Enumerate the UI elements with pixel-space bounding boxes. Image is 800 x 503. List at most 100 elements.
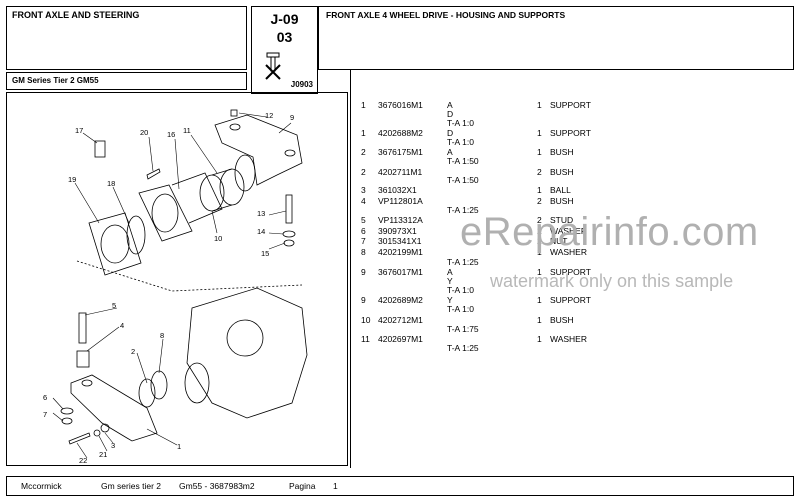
part-number: 4202697M1 <box>378 334 423 344</box>
part-number: 3676017M1 <box>378 267 423 277</box>
callout-5: 5 <box>112 301 117 310</box>
page-footer: Mccormick Gm series tier 2 Gm55 - 368798… <box>6 476 794 496</box>
gasket-part <box>88 212 142 276</box>
callout-13: 13 <box>257 209 266 218</box>
part-index: 6 <box>361 226 366 236</box>
part-desc: BUSH <box>550 196 574 206</box>
part-qty: 1 <box>537 100 542 110</box>
part-qty: 1 <box>537 267 542 277</box>
list-divider <box>350 70 351 468</box>
callout-1: 1 <box>177 442 182 451</box>
watermark-logo: eRepairinfo.com <box>460 210 759 254</box>
part-number: VP112801A <box>378 196 423 206</box>
part-qty: 1 <box>537 334 542 344</box>
leader-lines <box>52 112 292 459</box>
lower-nut-small <box>61 417 73 425</box>
part-index: 7 <box>361 236 366 246</box>
part-index: 2 <box>361 147 366 157</box>
screw-part <box>146 168 161 180</box>
part-desc: SUPPORT <box>550 128 591 138</box>
section-code-ref: J0903 <box>290 80 313 89</box>
part-index: 11 <box>361 334 370 344</box>
lower-bolt <box>68 432 91 445</box>
part-code: Y <box>447 276 453 286</box>
callout-7: 7 <box>43 410 48 419</box>
part-number: 3676175M1 <box>378 147 423 157</box>
callout-18: 18 <box>107 179 116 188</box>
model-box <box>6 72 247 90</box>
part-code: D <box>447 128 454 138</box>
pin-part <box>230 109 238 117</box>
part-qty: 1 <box>537 147 542 157</box>
part-index: 4 <box>361 196 366 206</box>
callout-22: 22 <box>79 456 88 465</box>
footer-model-ref: Gm55 - 3687983m2 <box>179 481 255 491</box>
part-number: 3676016M1 <box>378 100 423 110</box>
part-qty: 2 <box>537 215 542 225</box>
part-index: 9 <box>361 267 366 277</box>
part-code: T-A 1:25 <box>447 343 479 353</box>
part-qty: 2 <box>537 226 542 236</box>
part-desc: WASHER <box>550 247 587 257</box>
washer-part <box>234 154 256 192</box>
part-code: A <box>447 100 453 110</box>
callout-10: 10 <box>214 234 223 243</box>
group-title-box <box>318 6 794 70</box>
part-code: A <box>447 147 453 157</box>
watermark-note: watermark only on this sample <box>490 271 734 291</box>
group-title: FRONT AXLE 4 WHEEL DRIVE - HOUSING AND S… <box>326 10 566 20</box>
section-code-box: J-09 03 J0903 <box>251 6 318 94</box>
part-desc: BUSH <box>550 315 574 325</box>
axle-housing-bore <box>226 319 264 357</box>
part-code: T-A 1:50 <box>447 156 479 166</box>
part-index: 10 <box>361 315 371 325</box>
part-desc: SUPPORT <box>550 295 591 305</box>
callout-11: 11 <box>183 126 191 135</box>
callout-3: 3 <box>111 441 116 450</box>
wrench-icon <box>265 52 281 80</box>
callout-9: 9 <box>290 113 295 122</box>
callout-21: 21 <box>99 450 108 459</box>
part-desc: STUD <box>550 215 574 225</box>
ball-part <box>100 423 110 433</box>
support-hole <box>284 149 296 157</box>
callout-2: 2 <box>131 347 136 356</box>
housing-bore <box>151 193 179 233</box>
footer-page-number: 1 <box>333 481 338 491</box>
part-desc: BALL <box>550 185 571 195</box>
callout-20: 20 <box>140 128 149 137</box>
part-code: T-A 1:0 <box>447 118 474 128</box>
housing-flange <box>138 184 193 242</box>
callout-6: 6 <box>43 393 48 402</box>
section-code-secondary: 03 <box>276 29 293 45</box>
part-qty: 2 <box>537 167 542 177</box>
part-code: A <box>447 267 453 277</box>
housing-body <box>171 172 223 224</box>
part-number: 4202688M2 <box>378 128 423 138</box>
o-ring-part <box>126 215 146 255</box>
part-qty: 1 <box>537 315 542 325</box>
lower-bush <box>76 350 90 368</box>
part-qty: 1 <box>537 185 542 195</box>
part-code: T-A 1:25 <box>447 257 479 267</box>
lower-bush-ring <box>138 378 156 408</box>
bush-end <box>219 168 245 206</box>
nut-small <box>283 239 295 247</box>
footer-series: Gm series tier 2 <box>101 481 161 491</box>
lower-washer-small <box>60 407 74 415</box>
part-number: 361032X1 <box>378 185 417 195</box>
footer-brand: Mccormick <box>21 481 62 491</box>
callout-8: 8 <box>160 331 165 340</box>
callout-15: 15 <box>261 249 270 258</box>
callout-16: 16 <box>167 130 176 139</box>
part-desc: WASHER <box>550 334 587 344</box>
callout-14: 14 <box>257 227 266 236</box>
part-index: 2 <box>361 167 366 177</box>
section-code-primary: J-09 <box>270 11 299 27</box>
part-number: 3015341X1 <box>378 236 422 246</box>
part-number: 4202199M1 <box>378 247 423 257</box>
exploded-diagram-drawing <box>52 109 308 459</box>
axle-housing <box>186 287 308 419</box>
washer-small <box>282 230 296 238</box>
part-desc: SUPPORT <box>550 267 591 277</box>
